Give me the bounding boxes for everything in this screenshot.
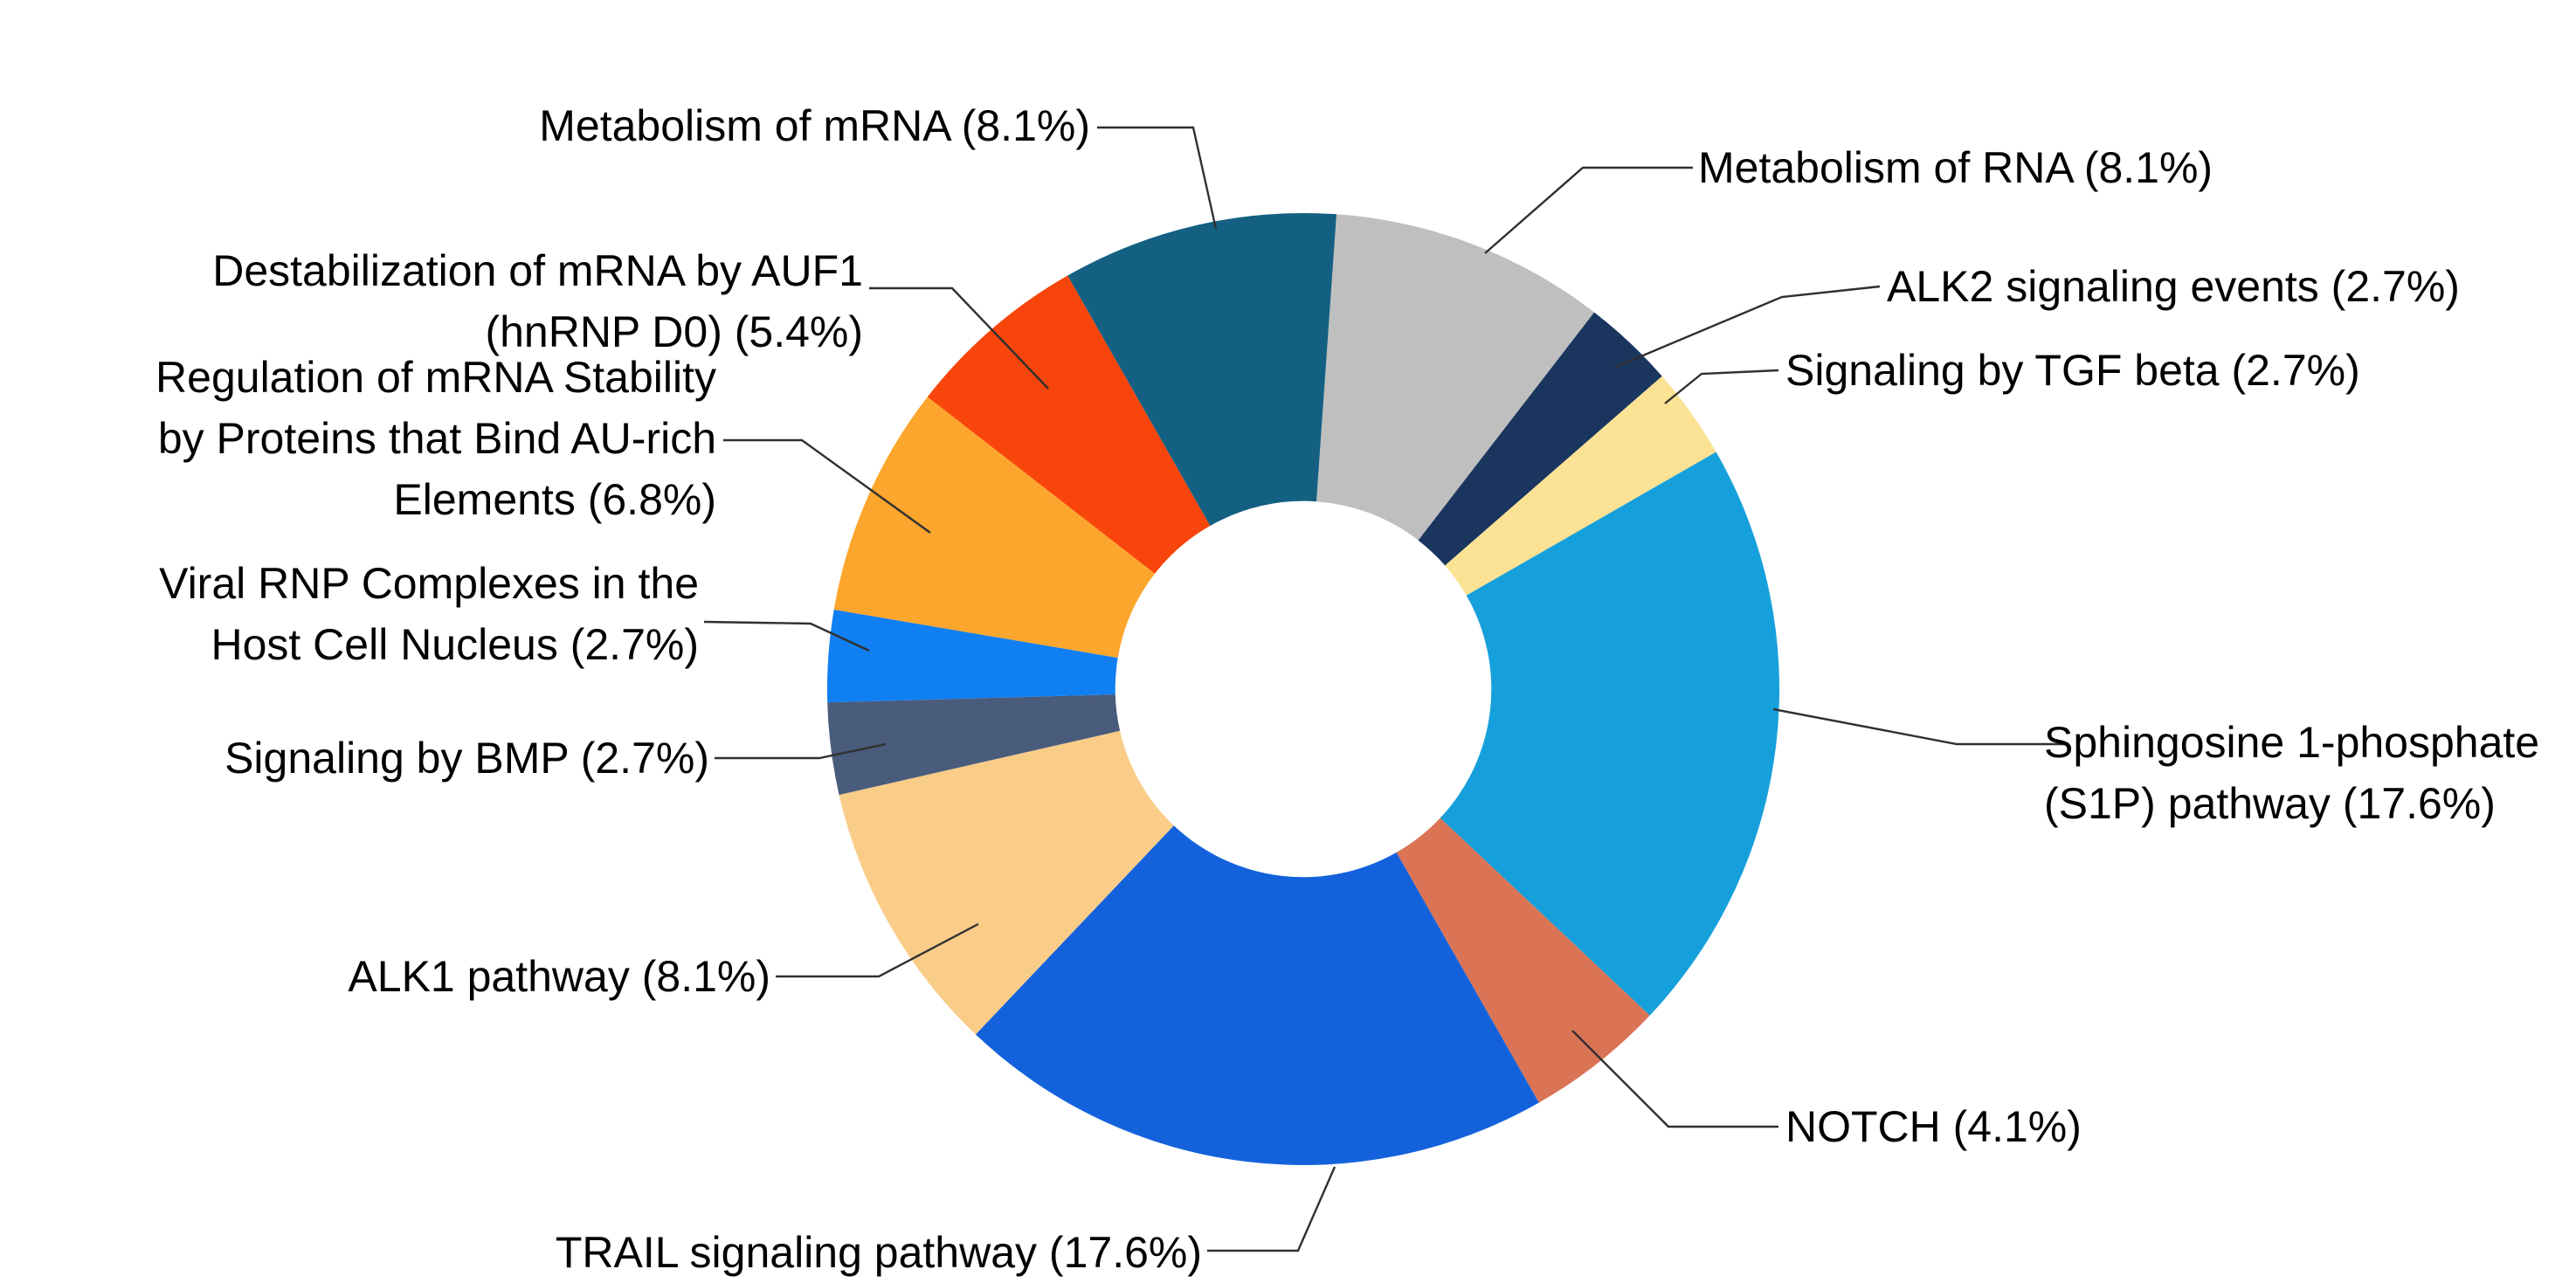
callout-text: Sphingosine 1-phosphate — [2044, 718, 2540, 767]
callout-text: Metabolism of mRNA (8.1%) — [539, 101, 1090, 150]
pie-slice-trail: TRAIL signaling pathway (17.6%) — [975, 825, 1539, 1165]
callout-text: Signaling by TGF beta (2.7%) — [1785, 346, 2360, 395]
callout-viral: Viral RNP Complexes in the Host Cell Nuc… — [159, 553, 699, 675]
callout-alk1: ALK1 pathway (8.1%) — [348, 946, 770, 1007]
callout-text: by Proteins that Bind AU-rich — [157, 414, 716, 463]
leader-line-alk1 — [776, 922, 979, 978]
callout-text: TRAIL signaling pathway (17.6%) — [555, 1228, 1202, 1277]
pie-slice-viral: Viral RNP Complexes in the Host Cell Nuc… — [826, 610, 1118, 703]
callout-text: ALK1 pathway (8.1%) — [348, 952, 770, 1001]
leader-line-metabolism_rna — [1484, 166, 1693, 254]
leader-line-regulation — [723, 438, 931, 534]
pie-slices: Metabolism of RNA (8.1%)ALK2 signaling e… — [826, 212, 1780, 1165]
callout-destabilization: Destabilization of mRNA by AUF1 (hnRNP D… — [212, 240, 863, 362]
callout-notch: NOTCH (4.1%) — [1785, 1096, 2082, 1157]
callout-text: (hnRNP D0) (5.4%) — [485, 307, 863, 356]
callout-alk2: ALK2 signaling events (2.7%) — [1887, 256, 2460, 317]
pie-slice-tgf: Signaling by TGF beta (2.7%) — [1445, 376, 1716, 596]
callout-text: (S1P) pathway (17.6%) — [2044, 779, 2496, 828]
pie-slice-metabolism_rna: Metabolism of RNA (8.1%) — [1316, 214, 1595, 541]
callout-text: Regulation of mRNA Stability — [155, 353, 716, 402]
callout-tgf: Signaling by TGF beta (2.7%) — [1785, 340, 2360, 401]
callout-trail: TRAIL signaling pathway (17.6%) — [556, 1222, 1202, 1283]
pie-slice-alk2: ALK2 signaling events (2.7%) — [1418, 312, 1662, 566]
leader-line-viral — [703, 620, 870, 652]
leader-line-metabolism_mrna — [1097, 126, 1218, 230]
callout-metabolism-rna: Metabolism of RNA (8.1%) — [1698, 137, 2213, 198]
pie-slice-bmp: Signaling by BMP (2.7%) — [827, 694, 1121, 796]
callout-text: Destabilization of mRNA by AUF1 — [212, 246, 863, 295]
leader-line-destabilization — [869, 286, 1049, 390]
callout-text: Elements (6.8%) — [393, 475, 716, 524]
callout-metabolism-mrna: Metabolism of mRNA (8.1%) — [539, 95, 1090, 156]
callout-bmp: Signaling by BMP (2.7%) — [224, 728, 709, 789]
leader-line-notch — [1571, 1030, 1778, 1128]
pie-slice-regulation: Regulation of mRNA Stability by Proteins… — [833, 397, 1156, 659]
leader-line-trail — [1207, 1166, 1336, 1252]
callout-text: Metabolism of RNA (8.1%) — [1698, 143, 2213, 192]
leader-line-alk2 — [1615, 285, 1881, 369]
leader-line-bmp — [715, 742, 887, 760]
callout-text: ALK2 signaling events (2.7%) — [1887, 262, 2460, 311]
pie-slice-s1p: Sphingosine 1-phosphate (S1P) pathway (1… — [1440, 452, 1780, 1016]
callout-text: Signaling by BMP (2.7%) — [224, 734, 709, 783]
leader-lines — [703, 126, 2065, 1252]
callout-text: NOTCH (4.1%) — [1785, 1102, 2082, 1151]
callout-regulation: Regulation of mRNA Stability by Proteins… — [155, 347, 716, 530]
leader-line-tgf — [1664, 369, 1779, 404]
pie-slice-alk1: ALK1 pathway (8.1%) — [839, 730, 1174, 1035]
leader-line-s1p — [1772, 707, 2065, 746]
callout-text: Host Cell Nucleus (2.7%) — [211, 620, 699, 669]
callout-s1p: Sphingosine 1-phosphate (S1P) pathway (1… — [2044, 712, 2539, 834]
callout-text: Viral RNP Complexes in the — [159, 559, 699, 608]
pie-slice-destabilization: Destabilization of mRNA by AUF1 (hnRNP D… — [927, 275, 1211, 574]
pie-slice-notch: NOTCH (4.1%) — [1396, 817, 1650, 1103]
pie-slice-metabolism_mrna: Metabolism of mRNA (8.1%) — [1067, 212, 1336, 526]
